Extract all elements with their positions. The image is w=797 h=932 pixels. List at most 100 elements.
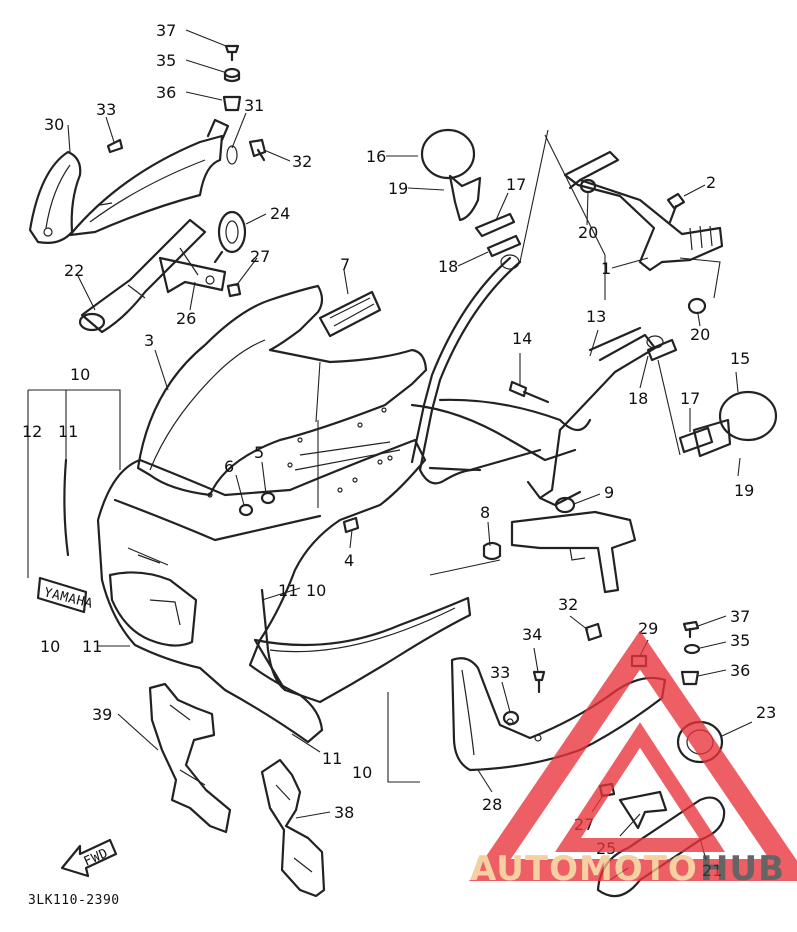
bolt-27-top [226, 282, 242, 298]
side-cowling-right [253, 596, 472, 704]
upper-cowling [96, 438, 427, 744]
callout-8: 8 [480, 503, 490, 522]
callout-35-top: 35 [156, 51, 176, 70]
callout-12: 12 [22, 422, 42, 441]
callout-19-right: 19 [734, 481, 754, 500]
callout-numbers: 37 35 36 33 31 32 30 24 27 22 26 7 16 19… [22, 21, 776, 880]
callout-3: 3 [144, 331, 154, 350]
washer-17-left [474, 212, 516, 238]
fwd-arrow: FWD [60, 838, 118, 878]
callout-33-top: 33 [96, 100, 116, 119]
callout-32-top: 32 [292, 152, 312, 171]
callout-37-right: 37 [730, 607, 750, 626]
bolt-37-top [224, 44, 240, 62]
bolt-32-right [584, 622, 603, 642]
stay-26 [158, 247, 227, 294]
callout-6: 6 [224, 457, 234, 476]
callout-9: 9 [604, 483, 614, 502]
screw-33-top [106, 138, 124, 154]
callout-15: 15 [730, 349, 750, 368]
washer-17-right [678, 426, 714, 454]
bolt-2 [666, 192, 686, 224]
callout-27-top: 27 [250, 247, 270, 266]
screw-33-right [502, 710, 520, 726]
callout-10-upper: 10 [70, 365, 90, 384]
callout-33-right: 33 [490, 663, 510, 682]
grommet-8 [482, 541, 502, 561]
callout-29: 29 [638, 619, 658, 638]
callout-17-left: 17 [506, 175, 526, 194]
callout-10-left: 10 [40, 637, 60, 656]
bolt-34 [532, 670, 546, 694]
callout-5: 5 [254, 443, 264, 462]
inner-panel-38 [260, 758, 326, 898]
watermark-triangle-outer [469, 630, 797, 881]
callout-2: 2 [706, 173, 716, 192]
gasket-18-right [646, 338, 678, 362]
callout-11-lower: 11 [322, 749, 342, 768]
callout-11-left: 11 [82, 637, 102, 656]
callout-30: 30 [44, 115, 64, 134]
callout-34: 34 [522, 625, 542, 644]
callout-37-top: 37 [156, 21, 176, 40]
callout-7: 7 [340, 255, 350, 274]
emblem-7 [318, 290, 382, 338]
callout-36-right: 36 [730, 661, 750, 680]
washer-35-right [683, 643, 701, 655]
callout-22: 22 [64, 261, 84, 280]
decal-12: YAMAHA [36, 576, 94, 614]
callout-31: 31 [244, 96, 264, 115]
callout-18-left: 18 [438, 257, 458, 276]
callout-10-lower: 10 [352, 763, 372, 782]
windscreen-3 [136, 284, 428, 497]
grommet-20-lower [687, 297, 707, 315]
bracket-31 [68, 118, 238, 237]
mirror-15 [692, 390, 778, 458]
bolt-4 [342, 516, 360, 534]
watermark-triangle-inner [555, 722, 725, 852]
callout-35-right: 35 [730, 631, 750, 650]
callout-24: 24 [270, 204, 290, 223]
callout-20-upper: 20 [578, 223, 598, 242]
bolt-37-right [682, 620, 700, 639]
watermark-logo: AUTOMOTO HUB [469, 630, 797, 889]
fwd-label: FWD [82, 846, 111, 870]
callout-18-right: 18 [628, 389, 648, 408]
inner-panel-39 [148, 682, 232, 834]
screw-6 [238, 503, 254, 517]
callout-4: 4 [344, 551, 354, 570]
callout-11-upper: 11 [58, 422, 78, 441]
mirror-16 [420, 128, 482, 222]
stay-25 [618, 790, 668, 830]
washer-35-top [223, 67, 241, 83]
gasket-18-left [486, 234, 522, 258]
stay-1 [563, 150, 724, 272]
callout-23: 23 [756, 703, 776, 722]
watermark-text-hub: HUB [700, 849, 785, 889]
horn-24 [213, 210, 247, 264]
callout-14: 14 [512, 329, 532, 348]
grommet-36-top [222, 95, 242, 112]
strip-11 [63, 458, 70, 557]
callout-28: 28 [482, 795, 502, 814]
side-garnish-30 [28, 150, 82, 244]
callout-13: 13 [586, 307, 606, 326]
bolt-14 [508, 380, 550, 404]
air-duct-22 [78, 218, 207, 334]
grommet-36-right [680, 670, 700, 686]
leader-lines [27, 29, 753, 861]
callout-38: 38 [334, 803, 354, 822]
main-stay-13 [410, 254, 664, 507]
callout-26: 26 [176, 309, 196, 328]
watermark-text-automoto: AUTOMOTO [470, 849, 698, 889]
callout-1: 1 [601, 259, 611, 278]
callout-39: 39 [92, 705, 112, 724]
screw-5 [260, 491, 276, 505]
drawing-code: 3LK110-2390 [28, 893, 120, 908]
callout-10-mid: 10 [306, 581, 326, 600]
callout-17-right: 17 [680, 389, 700, 408]
callout-32-right: 32 [558, 595, 578, 614]
bracket-9 [510, 496, 637, 594]
callout-16: 16 [366, 147, 386, 166]
